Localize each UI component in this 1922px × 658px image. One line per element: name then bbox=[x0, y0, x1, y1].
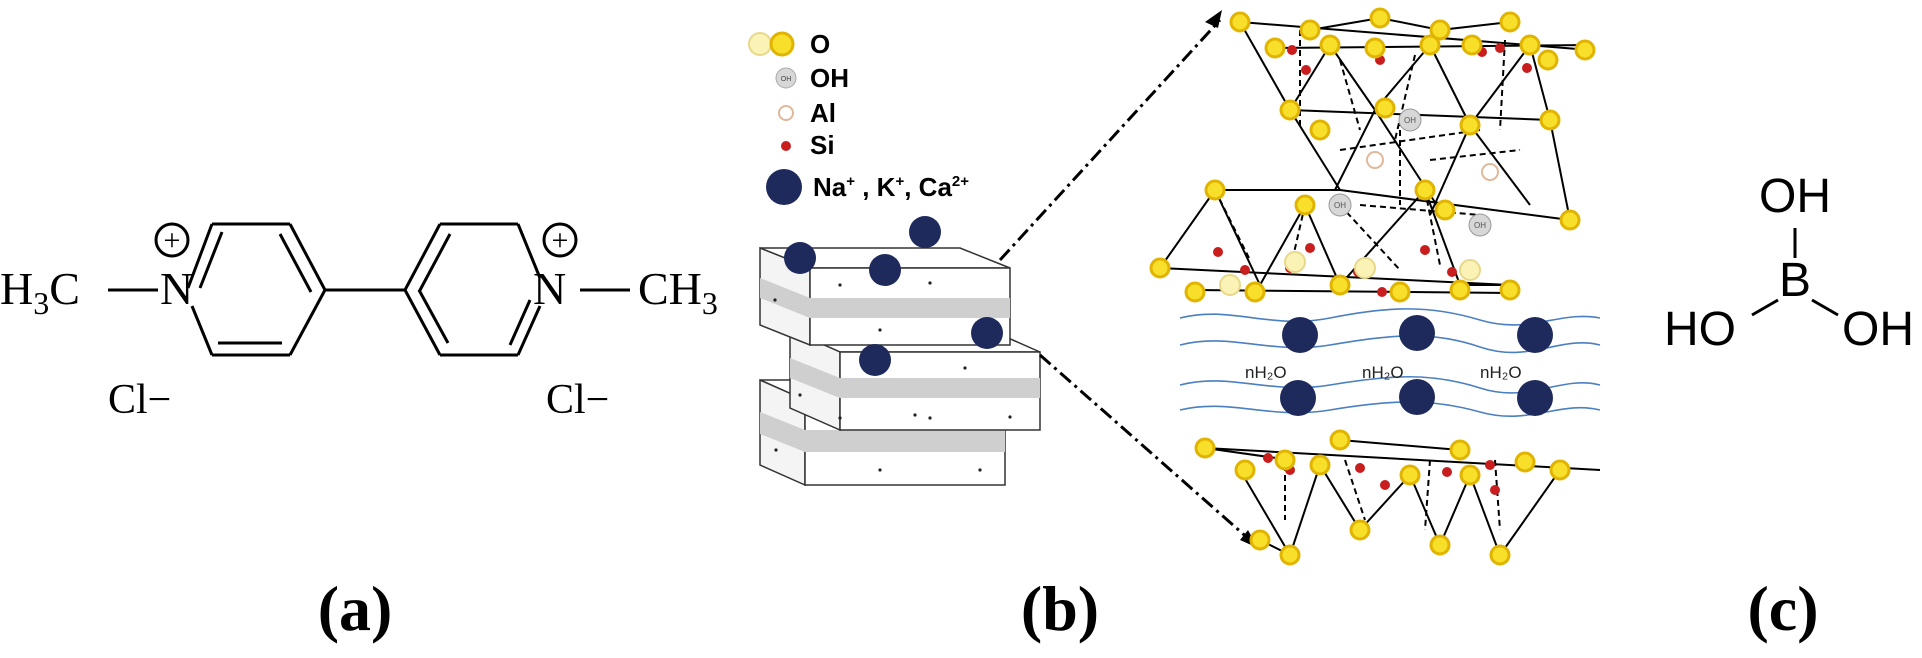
cation-sphere bbox=[869, 254, 901, 286]
bond bbox=[403, 223, 442, 291]
bond bbox=[186, 223, 214, 289]
silicon-legend-icon bbox=[781, 141, 791, 151]
top-hydroxyl-label: OH bbox=[1759, 170, 1831, 223]
hydroxyl-site-label: OH bbox=[1334, 201, 1346, 210]
cation-sphere bbox=[1517, 380, 1553, 416]
left-charge-sign: + bbox=[164, 224, 181, 257]
bond bbox=[278, 233, 313, 293]
aluminium-atom bbox=[1366, 151, 1384, 169]
legend-label-cations: Na+ , K+, Ca2+ bbox=[813, 172, 969, 202]
oxygen-light-atoms bbox=[1219, 251, 1481, 296]
hydroxyl-site-label: OH bbox=[1474, 221, 1486, 230]
block-layer-band bbox=[760, 278, 810, 318]
left-methyl-label: H3C bbox=[0, 263, 80, 321]
zoom-line-lower bbox=[1039, 353, 1251, 542]
zoom-lines bbox=[998, 18, 1251, 542]
legend-item-oxygen: O bbox=[748, 29, 830, 59]
cation-sphere bbox=[1517, 317, 1553, 353]
bond bbox=[516, 305, 542, 356]
right-hydroxyl-label: OH bbox=[1842, 303, 1914, 356]
legend-label-hydroxyl: OH bbox=[810, 63, 849, 93]
legend-label-oxygen: O bbox=[810, 29, 830, 59]
legend: O OH OH Al Si Na+ , K+, Ca2+ bbox=[748, 29, 969, 205]
legend-item-aluminium: Al bbox=[778, 98, 836, 128]
left-nitrogen-label: N bbox=[160, 263, 193, 314]
bond bbox=[190, 305, 214, 356]
legend-item-cation: Na+ , K+, Ca2+ bbox=[766, 169, 969, 205]
legend-item-hydroxyl: OH OH bbox=[775, 63, 849, 93]
block-layer-band bbox=[840, 378, 1040, 398]
bond bbox=[417, 233, 452, 293]
positive-charge-circle bbox=[542, 222, 578, 258]
cation-sphere bbox=[859, 344, 891, 376]
bond bbox=[288, 223, 327, 291]
block-layer-band bbox=[810, 298, 1010, 318]
legend-label-aluminium: Al bbox=[810, 98, 836, 128]
bond bbox=[417, 289, 450, 344]
interlayer-cations: nH₂O nH₂O nH₂O bbox=[1245, 315, 1553, 416]
hydroxyl-group bbox=[1468, 213, 1492, 237]
aluminium-atom bbox=[1481, 163, 1499, 181]
cation-sphere bbox=[971, 317, 1003, 349]
bond bbox=[1751, 298, 1779, 317]
bond bbox=[288, 289, 327, 356]
left-hydroxyl-label: HO bbox=[1664, 303, 1736, 356]
octahedral-sheet bbox=[1289, 109, 1571, 221]
bond bbox=[516, 223, 542, 279]
panel-a-labels: H3C N + N + CH3 Cl− Cl− (a) bbox=[0, 224, 718, 644]
bond bbox=[403, 289, 442, 356]
legend-item-silicon: Si bbox=[781, 130, 835, 160]
positive-charge-circle bbox=[154, 222, 190, 258]
panel-a-methyl-viologen bbox=[108, 222, 630, 357]
panel-c-label: (c) bbox=[1747, 573, 1818, 644]
bond bbox=[198, 231, 224, 289]
oxygen-atoms bbox=[1149, 7, 1596, 566]
right-chloride-label: Cl− bbox=[546, 377, 609, 423]
hydroxyl-site-label: OH bbox=[1404, 116, 1416, 125]
water-label: nH₂O bbox=[1245, 363, 1287, 382]
zoom-arrowhead-upper bbox=[1205, 10, 1222, 28]
bottom-tetrahedral-sheet bbox=[1204, 439, 1601, 556]
hydroxyl-legend-icon-text: OH bbox=[781, 76, 792, 83]
cation-legend-icon bbox=[766, 169, 802, 205]
bond bbox=[508, 299, 532, 346]
crystal-atoms: OH OH OH bbox=[1149, 7, 1596, 566]
cation-sphere bbox=[1399, 315, 1435, 351]
water-label: nH₂O bbox=[1362, 363, 1404, 382]
block-layer-band bbox=[760, 412, 805, 452]
left-chloride-label: Cl− bbox=[108, 377, 171, 423]
oxygen-legend-icon bbox=[769, 31, 795, 57]
boron-label: B bbox=[1779, 254, 1811, 307]
zoom-line-upper bbox=[998, 18, 1222, 262]
cation-sphere bbox=[784, 242, 816, 274]
right-nitrogen-label: N bbox=[533, 263, 566, 314]
cation-sphere bbox=[1280, 380, 1316, 416]
hydroxyl-legend-icon bbox=[775, 67, 797, 89]
right-charge-sign: + bbox=[552, 224, 569, 257]
panel-b-label: (b) bbox=[1021, 573, 1099, 644]
cation-sphere bbox=[1282, 317, 1318, 353]
hydroxyl-group bbox=[1398, 108, 1422, 132]
right-methyl-label: CH3 bbox=[638, 263, 718, 321]
block-layer-band bbox=[790, 358, 840, 398]
panel-c-boric-acid: OH B HO OH (c) bbox=[1664, 170, 1914, 644]
oxygen-light-legend-icon bbox=[748, 32, 772, 56]
cation-sphere bbox=[1399, 379, 1435, 415]
block-layer-band bbox=[805, 430, 1005, 452]
clay-block-stack bbox=[759, 216, 1041, 487]
hydroxyl-group bbox=[1328, 193, 1352, 217]
cation-sphere bbox=[909, 216, 941, 248]
aluminium-legend-icon bbox=[778, 105, 794, 121]
water-label: nH₂O bbox=[1480, 363, 1522, 382]
panel-a-label: (a) bbox=[318, 573, 393, 644]
legend-label-silicon: Si bbox=[810, 130, 835, 160]
bond bbox=[1811, 298, 1839, 317]
